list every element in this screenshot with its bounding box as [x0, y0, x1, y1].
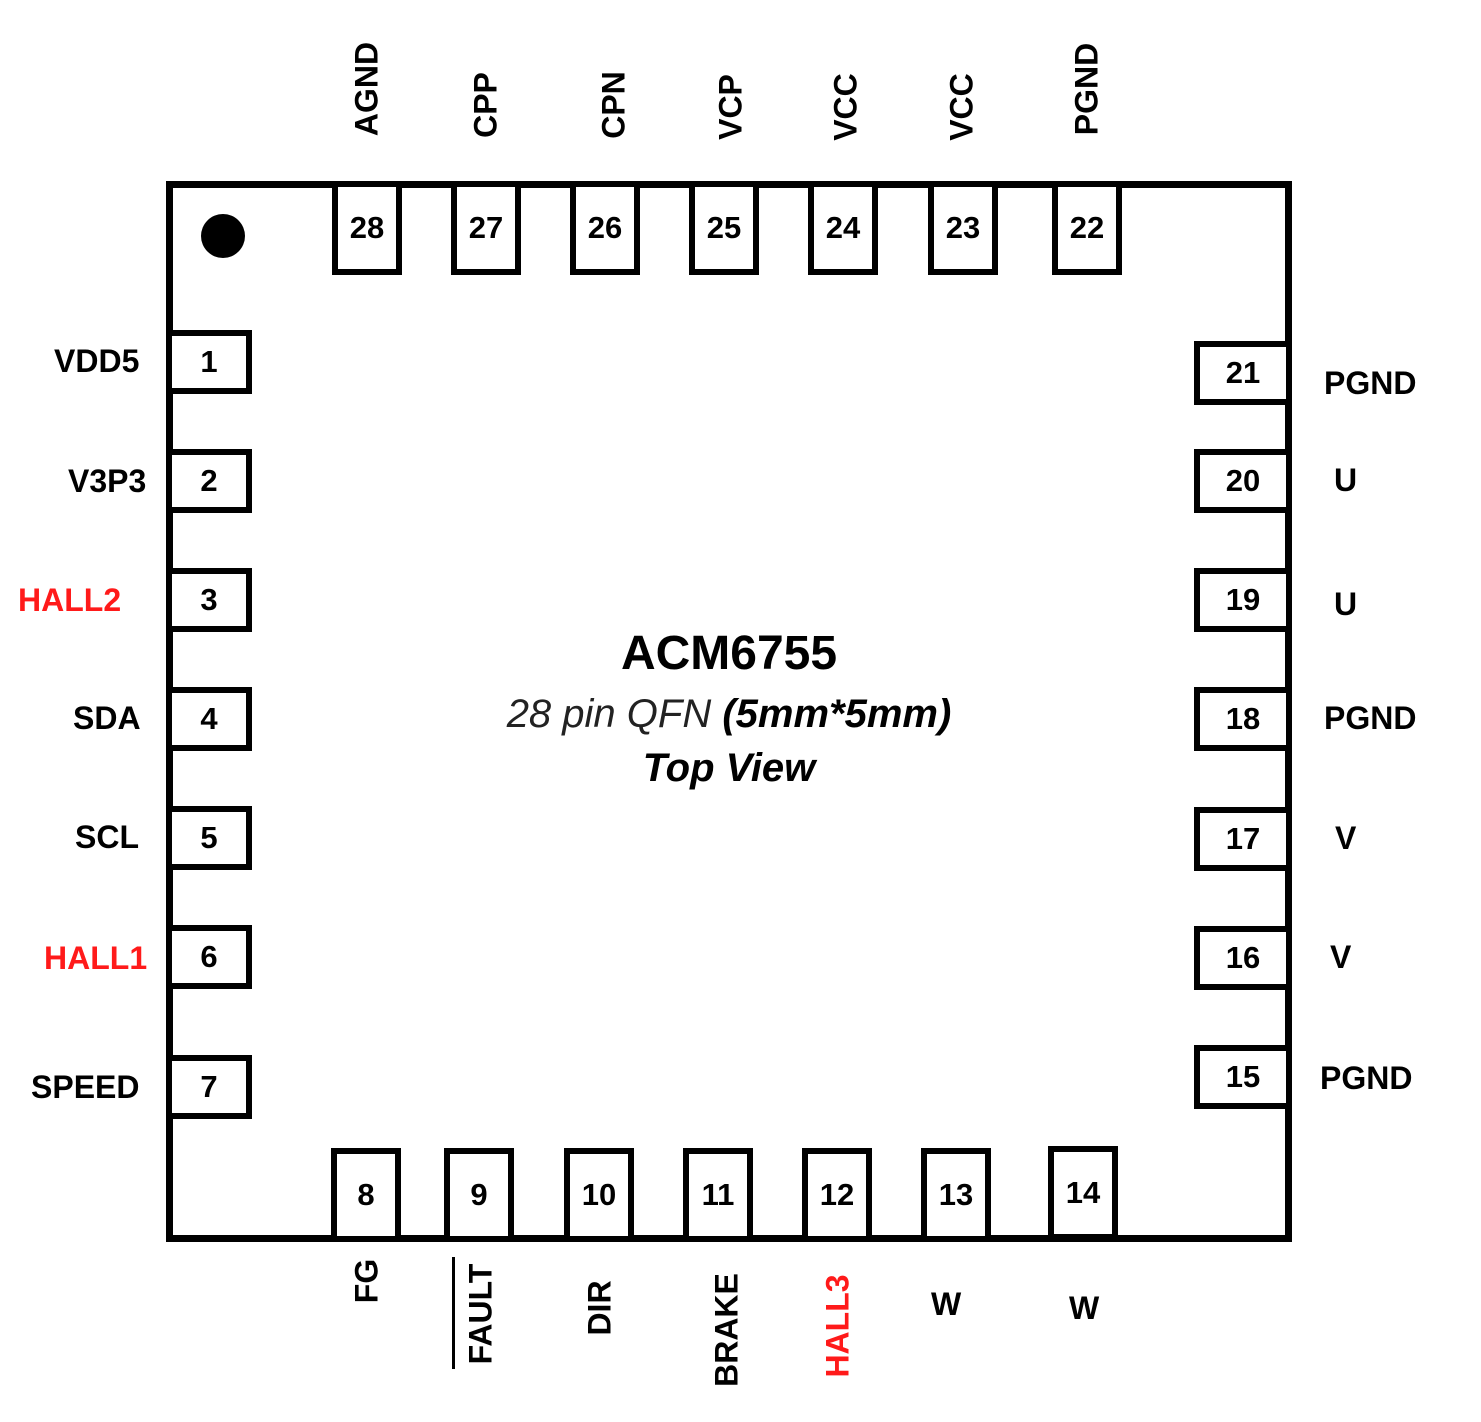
pin-number: 19	[1225, 582, 1261, 617]
pin-label-28: AGND	[348, 41, 385, 137]
pin-number: 6	[200, 939, 218, 974]
pin-pad-7: 7	[166, 1055, 252, 1119]
fault-overbar	[452, 1257, 455, 1369]
pin-number: 16	[1225, 940, 1261, 975]
pin-pad-20: 20	[1194, 449, 1292, 513]
pin-number: 8	[357, 1177, 375, 1212]
pin-pad-5: 5	[166, 806, 252, 870]
pin-pad-26: 26	[570, 181, 640, 275]
pin-pad-22: 22	[1052, 181, 1122, 275]
pin-number: 15	[1225, 1059, 1261, 1094]
pin-label-12: HALL3	[819, 1274, 856, 1378]
pin-label-2: V3P3	[68, 463, 147, 499]
pin-pad-28: 28	[332, 181, 402, 275]
pin-label-16: V	[1330, 939, 1352, 975]
pin-number: 25	[706, 210, 742, 245]
pin-label-9: FAULT	[462, 1263, 499, 1365]
pin-label-8: FG	[348, 1258, 385, 1304]
pin-pad-10: 10	[564, 1148, 634, 1242]
pin-number: 11	[701, 1177, 735, 1212]
pin-pad-11: 11	[683, 1148, 753, 1242]
pin-pad-9: 9	[444, 1148, 514, 1242]
pin-label-25: VCP	[712, 74, 749, 140]
pin-number: 27	[468, 210, 504, 245]
pin-number: 18	[1225, 701, 1261, 736]
pin-number: 2	[200, 463, 218, 498]
pin-label-26: CPN	[595, 71, 632, 139]
pin-pad-23: 23	[928, 181, 998, 275]
pin-pad-19: 19	[1194, 568, 1292, 632]
pin-label-11: BRAKE	[708, 1273, 745, 1387]
pin-number: 21	[1225, 355, 1261, 390]
pin-pad-21: 21	[1194, 341, 1292, 405]
pin-pad-6: 6	[166, 925, 252, 989]
pin-pad-27: 27	[451, 181, 521, 275]
pin-number: 24	[825, 210, 861, 245]
pin-pad-17: 17	[1194, 807, 1292, 871]
package-description: 28 pin QFN (5mm*5mm)	[0, 692, 1458, 737]
pin-number: 17	[1225, 821, 1261, 856]
pin-label-4: SDA	[73, 700, 141, 736]
pin-number: 13	[938, 1177, 974, 1212]
pin-pad-24: 24	[808, 181, 878, 275]
pin-pad-13: 13	[921, 1148, 991, 1242]
pin-number: 14	[1065, 1175, 1101, 1210]
pin-number: 28	[349, 210, 385, 245]
pin-label-27: CPP	[467, 72, 504, 138]
pin-number: 4	[200, 701, 218, 736]
pin-label-24: VCC	[827, 73, 864, 141]
pin-number: 22	[1069, 210, 1105, 245]
pin-pad-25: 25	[689, 181, 759, 275]
chip-name: ACM6755	[620, 627, 838, 680]
pin-label-1: VDD5	[54, 343, 140, 379]
pin-number: 9	[470, 1177, 488, 1212]
pin-label-20: U	[1334, 462, 1358, 498]
pin-pad-14: 14	[1048, 1146, 1118, 1240]
pin-number: 7	[200, 1069, 218, 1104]
pin-label-18: PGND	[1324, 700, 1417, 736]
pin-label-22: PGND	[1068, 42, 1105, 136]
pin-pad-4: 4	[166, 687, 252, 751]
pin-label-13: W	[931, 1286, 962, 1322]
pin-label-10: DIR	[581, 1280, 618, 1336]
pin-label-6: HALL1	[44, 940, 148, 976]
pin-number: 20	[1225, 463, 1261, 498]
pin-label-23: VCC	[943, 73, 980, 141]
pin-number: 26	[587, 210, 623, 245]
pin-number: 5	[200, 820, 218, 855]
pin-pad-8: 8	[331, 1148, 401, 1242]
pin-number: 12	[819, 1177, 855, 1212]
pin-pad-16: 16	[1194, 926, 1292, 990]
pin-pad-18: 18	[1194, 687, 1292, 751]
pin-pad-2: 2	[166, 449, 252, 513]
pin-number: 1	[200, 344, 218, 379]
pin-label-3: HALL2	[18, 582, 122, 618]
package-text: 28 pin QFN	[506, 692, 712, 736]
pin-pad-3: 3	[166, 568, 252, 632]
pin-number: 10	[581, 1177, 617, 1212]
pin-pad-1: 1	[166, 330, 252, 394]
pin-pad-15: 15	[1194, 1045, 1292, 1109]
view-label: Top View	[642, 746, 816, 790]
pin-label-14: W	[1069, 1290, 1100, 1326]
pin-label-5: SCL	[75, 819, 139, 855]
pin-label-17: V	[1335, 820, 1357, 856]
package-size: (5mm*5mm)	[722, 692, 952, 736]
pin-number: 23	[945, 210, 981, 245]
pin-label-19: U	[1334, 586, 1358, 622]
pin-label-7: SPEED	[31, 1069, 140, 1105]
pin-pad-12: 12	[802, 1148, 872, 1242]
pin-number: 3	[200, 582, 218, 617]
pin1-indicator-dot	[201, 214, 245, 258]
pin-label-15: PGND	[1320, 1060, 1413, 1096]
pin-label-21: PGND	[1324, 365, 1417, 401]
